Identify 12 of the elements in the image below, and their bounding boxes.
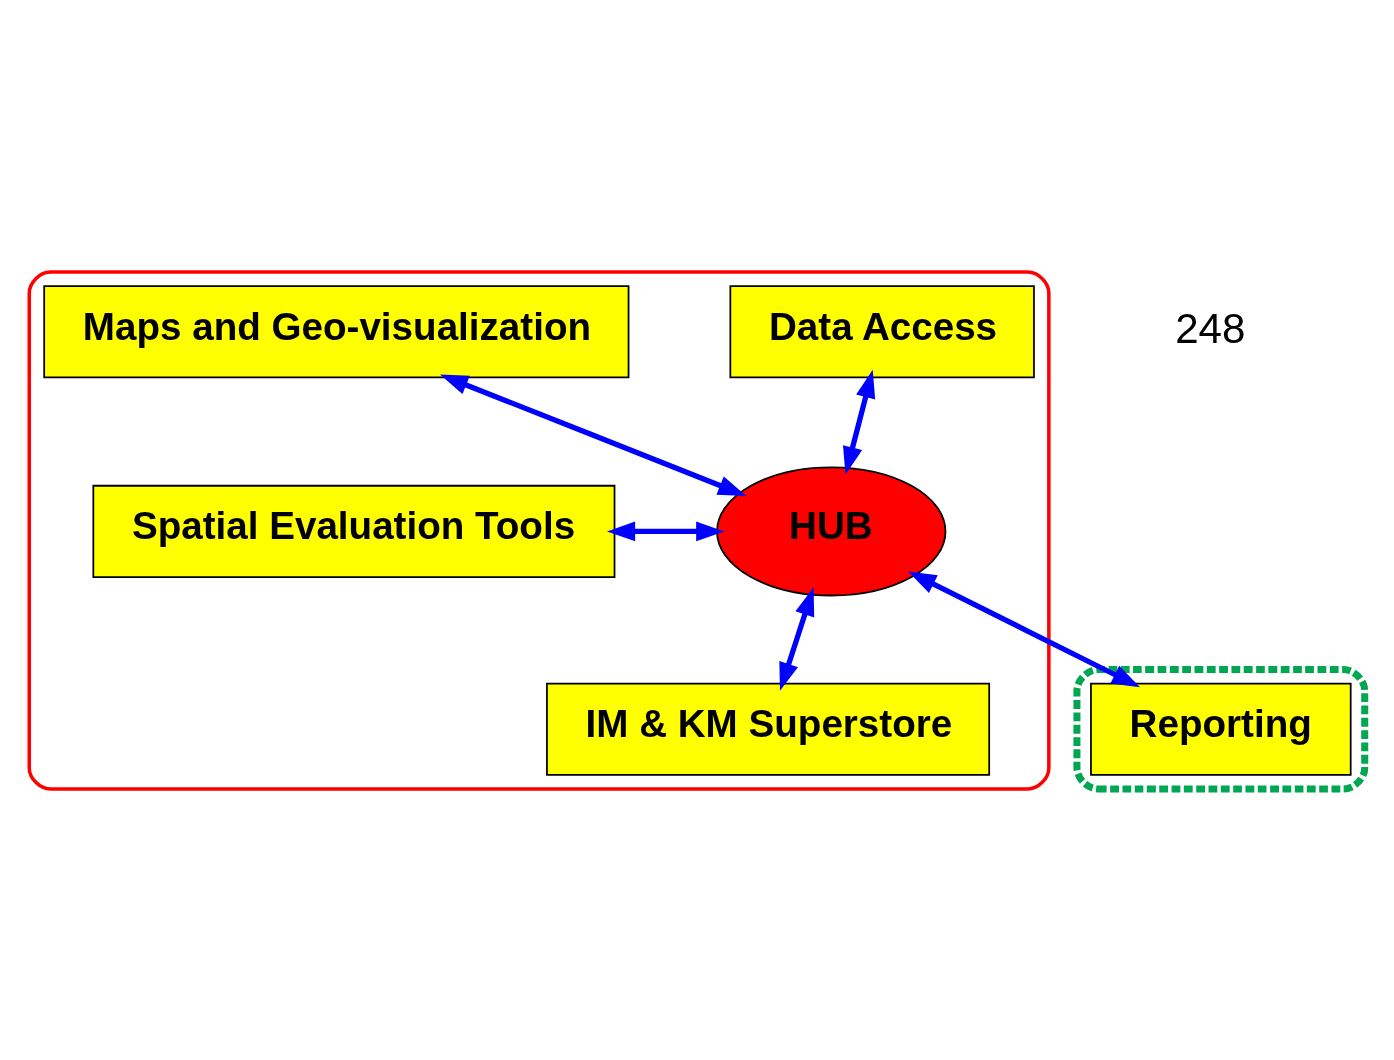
arrow [607, 521, 725, 541]
arrow [440, 374, 747, 496]
arrow [908, 571, 1140, 687]
node-box: Maps and Geo-visualization [43, 284, 630, 378]
arrow [843, 369, 876, 475]
node-box: Reporting [1090, 682, 1352, 776]
node-box: IM & KM Superstore [546, 682, 991, 776]
label: 248 [1175, 304, 1246, 352]
node-box: Spatial Evaluation Tools [92, 484, 616, 578]
arrow [779, 587, 815, 691]
node-box: Data Access [729, 284, 1035, 378]
cluster [27, 269, 1051, 791]
